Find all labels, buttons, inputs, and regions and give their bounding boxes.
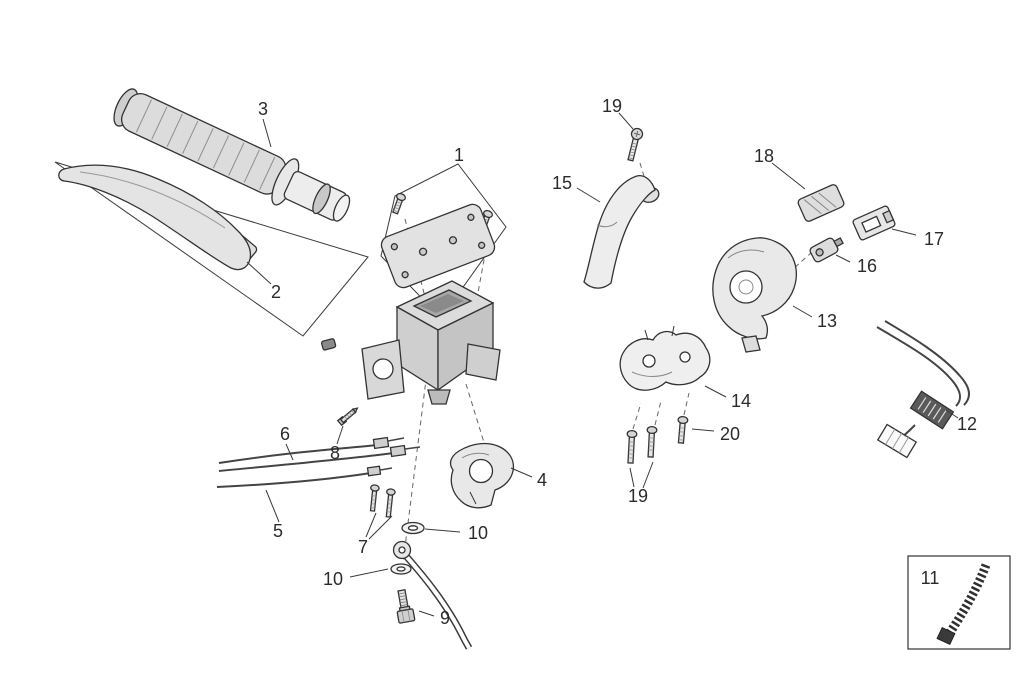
switch-housing	[712, 237, 797, 353]
callout-4: 4	[537, 470, 547, 490]
washer-lower	[390, 563, 412, 575]
callout-7: 7	[358, 537, 368, 557]
lever-guard	[583, 175, 660, 289]
callout-18: 18	[754, 146, 774, 166]
callout-2: 2	[271, 282, 281, 302]
throttle-cables	[216, 436, 421, 488]
rubber-cap	[320, 338, 337, 351]
cable-tie-box	[907, 555, 1011, 650]
master-cylinder-assembly	[320, 192, 501, 405]
screws-7	[369, 484, 396, 518]
switch-slider	[852, 205, 896, 241]
screw-19-top	[627, 127, 644, 162]
callout-8: 8	[330, 443, 340, 463]
banjo-bolt	[396, 589, 416, 624]
callout-14: 14	[731, 391, 751, 411]
screw-20	[677, 415, 689, 444]
reservoir-body	[361, 280, 501, 405]
bleed-screw	[336, 407, 359, 427]
callout-19-bottom: 19	[628, 486, 648, 506]
screws-19-bottom	[626, 425, 658, 464]
brake-lever	[58, 164, 258, 271]
cover-screw-left	[392, 192, 407, 215]
callout-9: 9	[440, 608, 450, 628]
washer-upper	[401, 521, 425, 535]
callout-10-lower: 10	[323, 569, 343, 589]
brake-hose	[392, 540, 473, 650]
callout-labels: 1 2 3 4 5 6 7 8 9 10 10 11 12 13 14 15 1…	[258, 96, 977, 628]
cable-tie	[936, 563, 991, 646]
callout-3: 3	[258, 99, 268, 119]
handlebar-grip	[113, 88, 351, 222]
switch-button	[809, 237, 844, 263]
callout-6: 6	[280, 424, 290, 444]
callout-11: 11	[921, 568, 940, 588]
switch-cap	[797, 184, 845, 222]
callout-1: 1	[454, 145, 464, 165]
switch-bracket	[619, 325, 711, 391]
callout-16: 16	[857, 256, 877, 276]
callout-17: 17	[924, 229, 944, 249]
reservoir-cover-plate	[380, 203, 496, 289]
callout-5: 5	[273, 521, 283, 541]
callout-20: 20	[720, 424, 740, 444]
callout-12: 12	[957, 414, 977, 434]
callout-13: 13	[817, 311, 837, 331]
callout-10-upper: 10	[468, 523, 488, 543]
wiring-harness	[876, 320, 970, 459]
callout-19-top: 19	[602, 96, 622, 116]
handlebar-clamp	[449, 442, 515, 509]
leader-lines	[246, 112, 959, 617]
callout-15: 15	[552, 173, 572, 193]
